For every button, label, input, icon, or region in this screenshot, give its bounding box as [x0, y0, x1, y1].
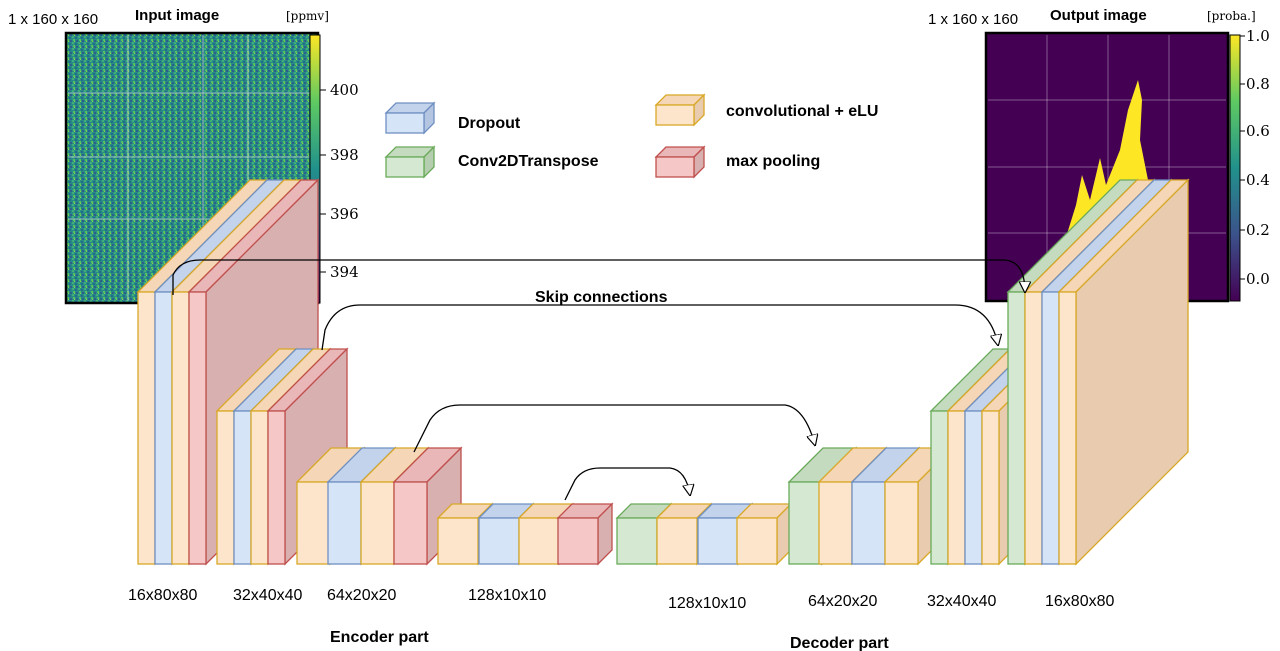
legend-pool-cube — [654, 145, 706, 179]
input-title: Input image — [135, 7, 219, 24]
dimension-labels: 16x80x80 32x40x40 64x20x20 128x10x10 128… — [128, 587, 1114, 651]
skip-arrow-1 — [172, 259, 1025, 295]
input-colorbar-ticks: 400 398 396 394 — [320, 81, 359, 281]
output-title: Output image — [1050, 7, 1147, 24]
legend-conv-cube — [654, 93, 706, 127]
legend-dropout-label: Dropout — [458, 115, 521, 132]
output-tick-label: 0.8 — [1246, 75, 1270, 93]
output-colorbar-ticks: 1.0 0.8 0.6 0.4 0.2 0.0 — [1240, 27, 1270, 288]
skip-arrow-3 — [413, 404, 815, 453]
output-tick-label: 1.0 — [1246, 27, 1270, 45]
output-colorbar — [1229, 34, 1241, 302]
output-tick-label: 0.2 — [1246, 221, 1270, 239]
enc-dim-1: 16x80x80 — [128, 587, 197, 604]
input-unit: [ppmv] — [286, 9, 329, 23]
enc-dim-3: 64x20x20 — [327, 587, 396, 604]
dec-dim-2: 64x20x20 — [808, 593, 877, 610]
legend-tconv-cube — [384, 145, 436, 179]
decoder-part-label: Decoder part — [790, 635, 889, 651]
skip-label: Skip connections — [535, 289, 668, 306]
input-tick-label: 396 — [330, 205, 359, 223]
input-tick-label: 394 — [330, 263, 359, 281]
legend-tconv-label: Conv2DTranspose — [458, 153, 599, 170]
output-tick-label: 0.0 — [1246, 270, 1270, 288]
legend-conv-label: convolutional + eLU — [726, 103, 878, 120]
enc-dim-4: 128x10x10 — [468, 587, 546, 604]
output-dims: 1 x 160 x 160 — [928, 11, 1018, 28]
network-blocks — [136, 178, 1190, 566]
output-tick-label: 0.6 — [1246, 122, 1270, 140]
input-tick-label: 398 — [330, 146, 359, 164]
input-dims: 1 x 160 x 160 — [8, 11, 98, 28]
output-tick-label: 0.4 — [1246, 171, 1270, 189]
skip-arrow-4 — [564, 467, 690, 501]
dec1-block-conv — [735, 502, 793, 566]
enc-dim-2: 32x40x40 — [233, 587, 302, 604]
enc4-block-dropout — [477, 502, 535, 566]
legend-dropout-cube — [384, 101, 436, 135]
output-unit: [proba.] — [1207, 9, 1256, 23]
skip-connections: Skip connections — [172, 259, 1025, 501]
legend-pool-label: max pooling — [726, 153, 820, 170]
input-tick-label: 400 — [330, 81, 359, 99]
dec-dim-3: 32x40x40 — [927, 593, 996, 610]
dec-dim-4: 16x80x80 — [1045, 593, 1114, 610]
enc4-block-pool — [556, 502, 614, 566]
dec-dim-1: 128x10x10 — [668, 595, 746, 612]
encoder-part-label: Encoder part — [330, 629, 429, 646]
skip-arrow-2 — [321, 304, 998, 351]
legend: Dropout convolutional + eLU Conv2DTransp… — [384, 93, 878, 179]
dec4-block-conv — [1057, 178, 1190, 566]
